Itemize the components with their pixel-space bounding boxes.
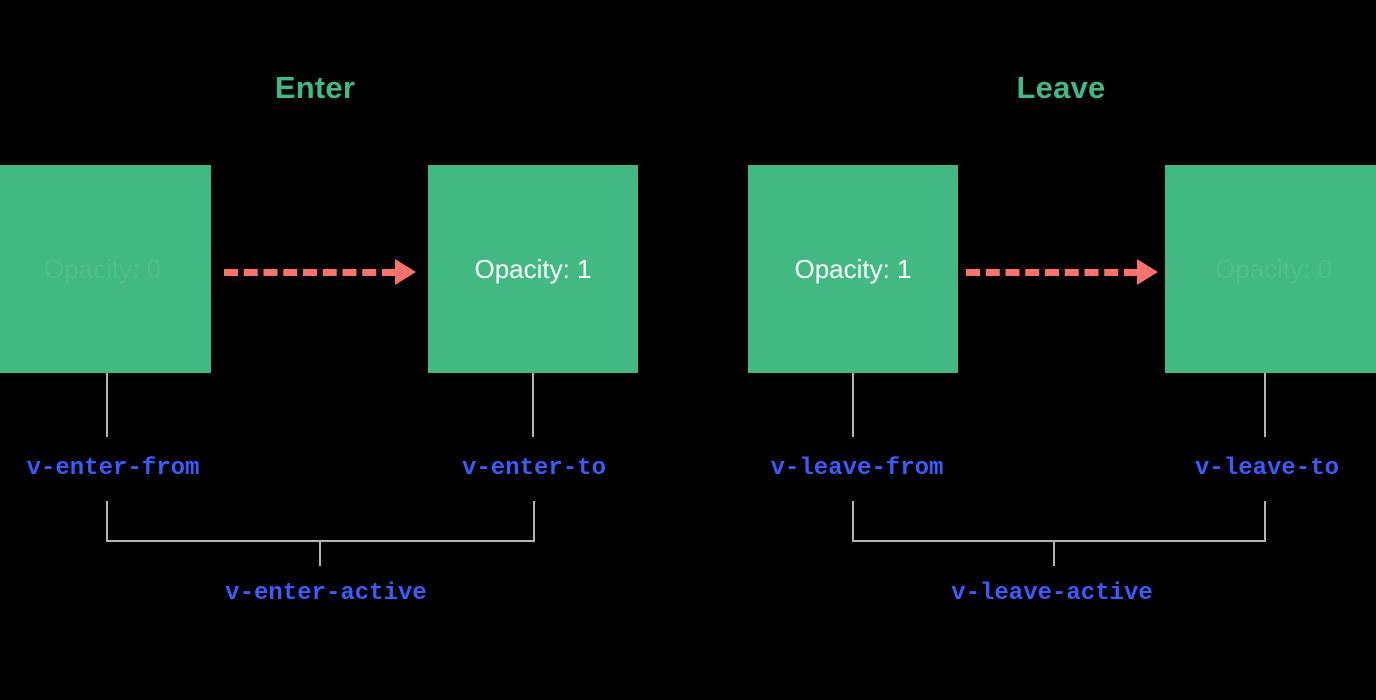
class-label-v-enter-active: v-enter-active xyxy=(225,580,427,607)
connector-leave-from xyxy=(852,373,854,437)
bracket-enter-active xyxy=(106,501,535,542)
class-label-v-leave-from: v-leave-from xyxy=(770,455,944,482)
section-title-leave: Leave xyxy=(1016,70,1106,105)
bracket-stem-leave-active xyxy=(1053,541,1055,566)
leave-arrow-head-icon xyxy=(1137,259,1158,285)
state-box-leave-from-label: Opacity: 1 xyxy=(794,254,912,284)
connector-leave-to xyxy=(1264,373,1266,437)
section-title-enter: Enter xyxy=(274,70,356,105)
state-box-leave-to: Opacity: 0 xyxy=(1165,165,1376,373)
state-box-leave-from: Opacity: 1 xyxy=(748,165,958,373)
enter-arrow-line xyxy=(224,268,396,276)
leave-transition-arrow xyxy=(966,259,1158,285)
class-label-v-enter-from: v-enter-from xyxy=(26,455,200,482)
class-label-v-leave-active: v-leave-active xyxy=(951,580,1153,607)
state-box-enter-to-label: Opacity: 1 xyxy=(474,254,592,284)
state-box-enter-to: Opacity: 1 xyxy=(428,165,638,373)
connector-enter-to xyxy=(532,373,534,437)
bracket-leave-active xyxy=(852,501,1266,542)
state-box-enter-from: Opacity: 0 xyxy=(0,165,211,373)
bracket-stem-enter-active xyxy=(319,541,321,566)
state-box-enter-from-label: Opacity: 0 xyxy=(43,254,162,284)
enter-transition-arrow xyxy=(224,259,416,285)
class-label-v-enter-to: v-enter-to xyxy=(461,455,607,482)
connector-enter-from xyxy=(106,373,108,437)
leave-arrow-line xyxy=(966,268,1138,276)
class-label-v-leave-to: v-leave-to xyxy=(1194,455,1340,482)
state-box-leave-to-label: Opacity: 0 xyxy=(1214,254,1333,284)
enter-arrow-head-icon xyxy=(395,259,416,285)
